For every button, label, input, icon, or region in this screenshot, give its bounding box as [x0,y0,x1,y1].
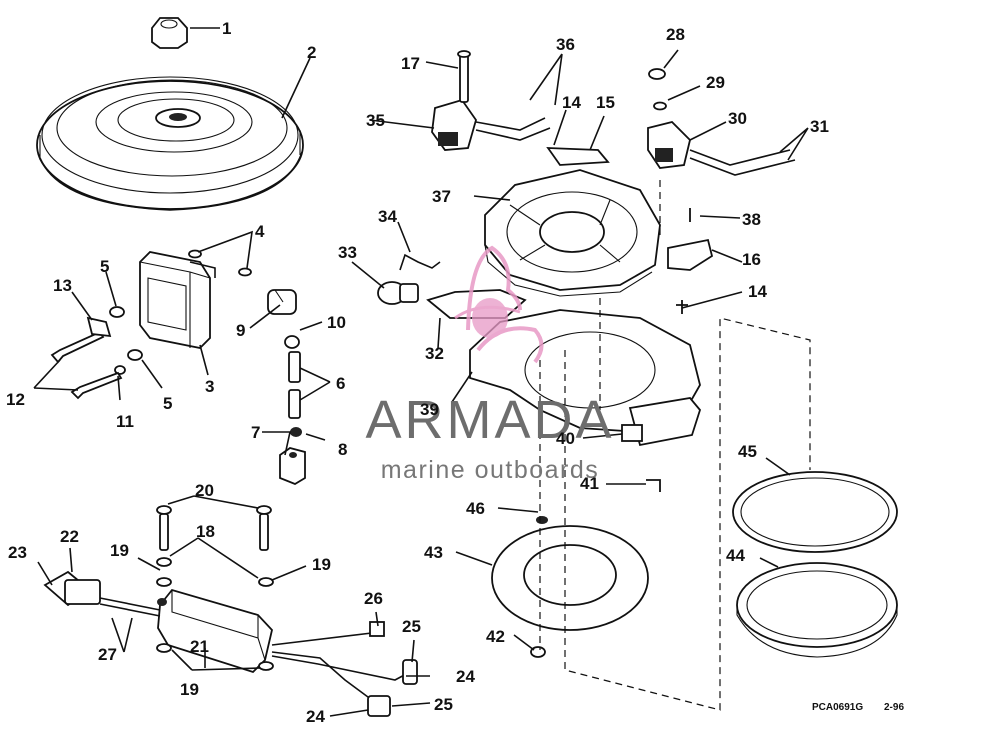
callout-label: 29 [706,73,725,92]
callout-label: 38 [742,210,761,229]
power-pack [157,588,273,674]
ignition-coil [139,251,297,349]
callout-label: 43 [424,543,443,562]
callout-label: 42 [486,627,505,646]
power-pack-screws [156,505,272,551]
callout-label: 25 [402,617,421,636]
coil-washers [109,249,252,375]
callout-label: 25 [434,695,453,714]
watermark: ARMADA marine outboards [365,245,614,484]
callout-label: 2 [307,43,316,62]
callout-label: 19 [110,541,129,560]
callout-label: 41 [580,474,599,493]
callout-label: 12 [6,390,25,409]
callout-label: 21 [190,637,209,656]
callout-label: 14 [748,282,767,301]
callout-label: 9 [236,321,245,340]
callout-label: 39 [420,400,439,419]
callout-label: 37 [432,187,451,206]
callout-label: 17 [401,54,420,73]
flywheel-nut [151,17,188,49]
callout-label: 8 [338,440,347,459]
callout-numbers: 1 2 3 4 5 5 6 7 8 9 10 11 12 13 14 14 15… [6,19,829,726]
callout-label: 36 [556,35,575,54]
callout-label: 33 [338,243,357,262]
callout-label: 11 [116,412,134,431]
callout-label: 23 [8,543,27,562]
watermark-subtitle: marine outboards [381,456,600,484]
power-pack-harness [43,570,418,717]
timer-base-plate [469,238,714,447]
callout-label: 19 [312,555,331,574]
stator-assembly [484,147,661,297]
callout-label: 22 [60,527,79,546]
callout-label: 16 [742,250,761,269]
callout-label: 1 [222,19,231,38]
charge-coil-left [431,50,551,151]
callout-label: 5 [100,257,109,276]
retainer-plate [491,516,649,658]
callout-label: 35 [366,111,385,130]
callout-label: 28 [666,25,685,44]
figure-date-text: 2-96 [884,702,904,713]
callout-label: 5 [163,394,172,413]
callout-label: 19 [180,680,199,699]
callout-label: 24 [306,707,325,725]
leader-lines [33,27,809,717]
callout-label: 46 [466,499,485,518]
coil-screws [50,316,123,400]
callout-label: 24 [456,667,475,686]
charge-coil-right [647,68,796,176]
figure-code: PCA0691G 2-96 [812,702,904,713]
callout-label: 26 [364,589,383,608]
callout-label: 18 [196,522,215,541]
armada-logo-icon [454,245,544,364]
figure-code-text: PCA0691G [812,702,863,713]
power-pack-washers [156,557,274,671]
callout-label: 3 [205,377,214,396]
callout-label: 20 [195,481,214,500]
callout-label: 7 [251,423,260,442]
watermark-title: ARMADA [365,390,614,450]
flywheel [36,76,304,211]
callout-label: 15 [596,93,615,112]
seal-ring-upper [732,471,898,553]
callout-label: 31 [810,117,829,136]
callout-label: 34 [378,207,397,226]
callout-label: 45 [738,442,757,461]
plug-lead-parts [279,335,306,486]
callout-label: 32 [425,344,444,363]
seal-ring-lower [736,562,898,658]
callout-label: 10 [327,313,346,332]
alignment-lines [539,180,811,711]
callout-label: 44 [726,546,745,565]
callout-label: 4 [255,222,265,241]
callout-label: 27 [98,645,117,664]
callout-label: 30 [728,109,747,128]
callout-label: 14 [562,93,581,112]
callout-label: 6 [336,374,345,393]
callout-label: 13 [53,276,72,295]
callout-label: 40 [556,429,575,448]
